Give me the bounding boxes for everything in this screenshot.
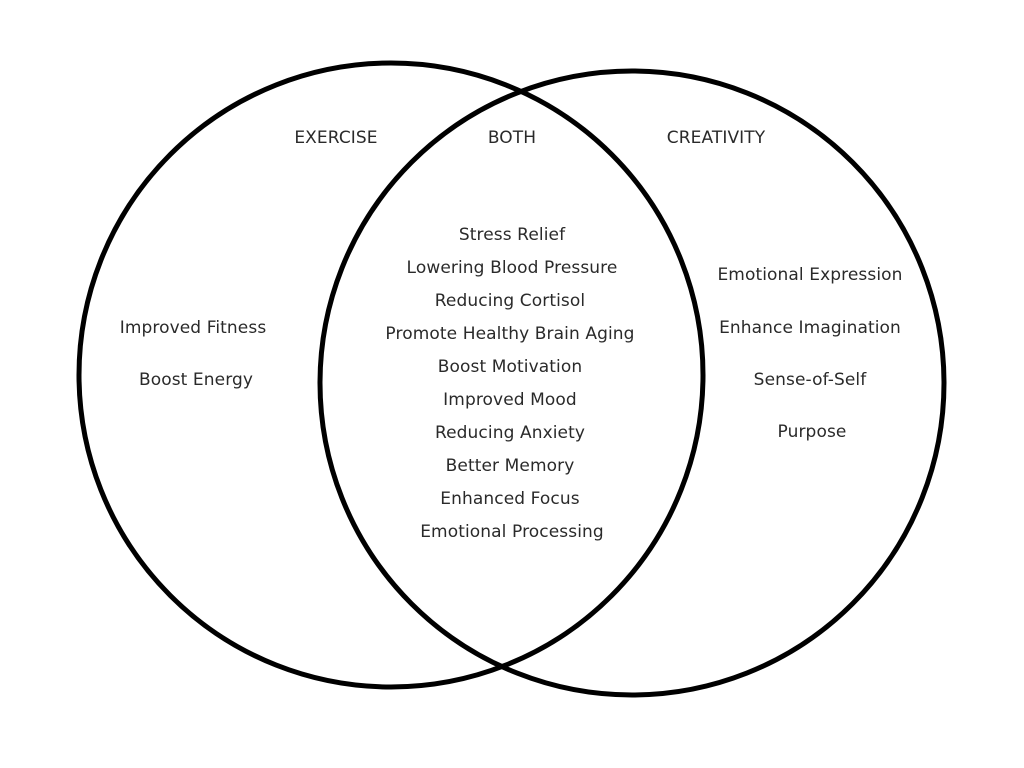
creativity-item: Purpose bbox=[777, 422, 847, 442]
both-item: Reducing Cortisol bbox=[434, 291, 586, 311]
creativity-item: Enhance Imagination bbox=[719, 318, 901, 338]
both-item: Stress Relief bbox=[458, 225, 566, 245]
exercise-circle bbox=[76, 60, 706, 690]
exercise-item: Boost Energy bbox=[138, 370, 254, 390]
both-item: Boost Motivation bbox=[437, 357, 583, 377]
creativity-item: Emotional Expression bbox=[717, 265, 903, 285]
both-item: Reducing Anxiety bbox=[434, 423, 586, 443]
exercise-title: EXERCISE bbox=[294, 128, 378, 148]
both-item: Promote Healthy Brain Aging bbox=[385, 324, 635, 344]
both-item: Enhanced Focus bbox=[440, 489, 580, 509]
both-item: Improved Mood bbox=[443, 390, 577, 410]
both-item: Emotional Processing bbox=[420, 522, 604, 542]
creativity-circle bbox=[317, 68, 947, 698]
exercise-item: Improved Fitness bbox=[119, 318, 267, 338]
both-item: Lowering Blood Pressure bbox=[406, 258, 618, 278]
both-title: BOTH bbox=[487, 128, 537, 148]
creativity-item: Sense-of-Self bbox=[753, 370, 867, 390]
creativity-title: CREATIVITY bbox=[666, 128, 766, 148]
both-item: Better Memory bbox=[445, 456, 575, 476]
